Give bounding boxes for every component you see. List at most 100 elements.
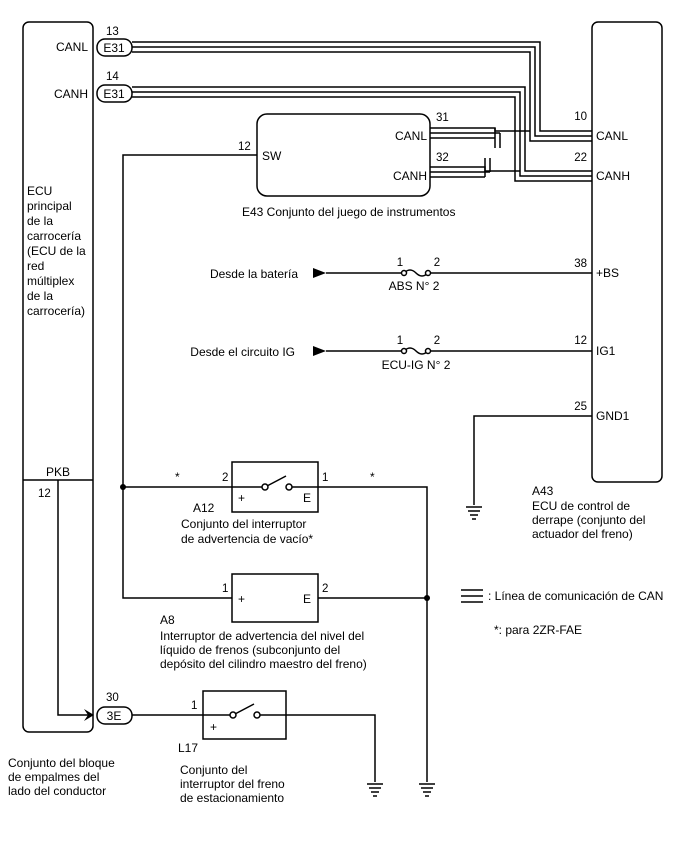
l17-right-wire [286,714,376,782]
skid-ecu-label-0: ECU de control de [532,499,630,513]
connector-e31-canl [96,38,133,57]
fuse-abs-label: ABS N° 2 [389,279,440,293]
skid-gnd1-pin-number: 25 [574,401,587,413]
a12-plus: + [238,491,245,505]
instrument-cluster-box [256,113,431,197]
ground-icon-a8 [419,783,435,797]
connector-3e-label: 3E [107,709,122,723]
ground-icon-gnd1 [466,506,482,520]
skid-canh-pin: CANH [596,169,630,183]
skid-canl-pin-number: 10 [574,111,587,123]
body-ecu-box [22,21,94,733]
skid-ig1-pin-number: 12 [574,335,587,347]
a12-right-wire [318,486,428,782]
a12-code: A12 [193,501,215,515]
a8-e: E [303,592,311,606]
a12-star-right: * [370,470,375,484]
sw-wire [122,154,257,599]
skid-canl-pin: CANL [596,129,628,143]
body-ecu-label-0: ECU [27,184,52,198]
a12-pin-right: 1 [322,472,328,484]
l17-switch-icon [203,703,286,719]
skid-bs-pin-number: 38 [574,258,587,270]
a12-star-left: * [175,470,180,484]
fuse-ecu-ig-icon [403,347,429,355]
body-canl-pin-number: 13 [106,26,119,38]
legend-note: *: para 2ZR-FAE [494,623,582,637]
ig-source-label: Desde el circuito IG [190,345,295,359]
e31-canh-label: E31 [103,87,125,101]
a12-label-0: Conjunto del interruptor [181,517,306,531]
skid-ecu-label-1: derrape (conjunto del [532,513,645,527]
a8-label-2: depósito del cilindro maestro del freno) [160,657,367,671]
pkb-wire [57,480,92,716]
a8-label-0: Interruptor de advertencia del nivel del [160,629,364,643]
connector-e31-canh [96,84,133,103]
body-ecu-label-3: carrocería [27,229,81,243]
body-ecu-label-8: carrocería) [27,304,85,318]
ground-icon-l17 [367,783,383,797]
a8-label-1: líquido de frenos (subconjunto del [160,643,340,657]
instrument-sw-pin: SW [262,149,282,163]
skid-bs-pin: +BS [596,266,619,280]
legend-can-label: : Línea de comunicación de CAN [488,589,663,603]
a8-box [231,573,319,623]
instrument-canl-pin: CANL [395,129,427,143]
fuse-abs-icon [403,269,429,277]
a8-code: A8 [160,613,175,627]
skid-ecu-box [591,21,663,483]
l17-plus: + [210,720,217,734]
a12-label-1: de advertencia de vacío* [181,532,313,546]
body-ecu-label-5: red [27,259,44,273]
ig-arrow [313,346,326,356]
legend-can-icon [461,589,483,603]
ig-fuse-pin-out: 2 [434,335,440,347]
instrument-canh-pin: CANH [393,169,427,183]
skid-ecu-label-2: actuador del freno) [532,527,633,541]
a12-switch-icon [232,475,318,491]
arrow-3e [84,709,94,721]
battery-fuse-pin-out: 2 [434,257,440,269]
body-ecu-label-2: de la [27,214,53,228]
junction-label-0: Conjunto del bloque [8,756,115,770]
body-canh-pin-number: 14 [106,71,119,83]
instrument-sw-pin-number: 12 [238,141,251,153]
body-pkb-pin-number: 12 [38,488,51,500]
body-pkb-pin: PKB [46,465,70,479]
l17-pin: 1 [191,700,197,712]
battery-arrow [313,268,326,278]
can-lines [132,41,592,182]
junction-dot-a8 [424,595,430,601]
body-ecu-label-7: de la [27,289,53,303]
a12-e: E [303,491,311,505]
skid-ecu-code: A43 [532,484,554,498]
e31-canl-label: E31 [103,41,125,55]
instrument-canh-pin-number: 32 [436,152,449,164]
body-canh-pin: CANH [54,87,88,101]
skid-canh-pin-number: 22 [574,152,587,164]
body-ecu-label-6: múltiplex [27,274,74,288]
l17-label-0: Conjunto del [180,763,247,777]
body-canl-pin: CANL [56,40,88,54]
junction-dot [120,484,126,490]
l17-label-1: interruptor del freno [180,777,285,791]
battery-fuse-pin-in: 1 [397,257,403,269]
a8-pin-left: 1 [222,583,228,595]
body-ecu-label-4: (ECU de la [27,244,86,258]
skid-ig1-pin: IG1 [596,344,616,358]
a8-pin-right: 2 [322,583,328,595]
instrument-label: E43 Conjunto del juego de instrumentos [242,205,455,219]
junction-label-2: lado del conductor [8,784,106,798]
battery-source-label: Desde la batería [210,267,298,281]
gnd1-wire [473,415,592,505]
a8-plus: + [238,592,245,606]
instrument-canl-pin-number: 31 [436,112,449,124]
junction-pin-number: 30 [106,692,119,704]
body-ecu-label-1: principal [27,199,72,213]
a12-pin-left: 2 [222,472,228,484]
ig-fuse-pin-in: 1 [397,335,403,347]
skid-gnd1-pin: GND1 [596,409,630,423]
fuse-ecu-ig-label: ECU-IG N° 2 [382,358,451,372]
junction-label-1: de empalmes del [8,770,99,784]
